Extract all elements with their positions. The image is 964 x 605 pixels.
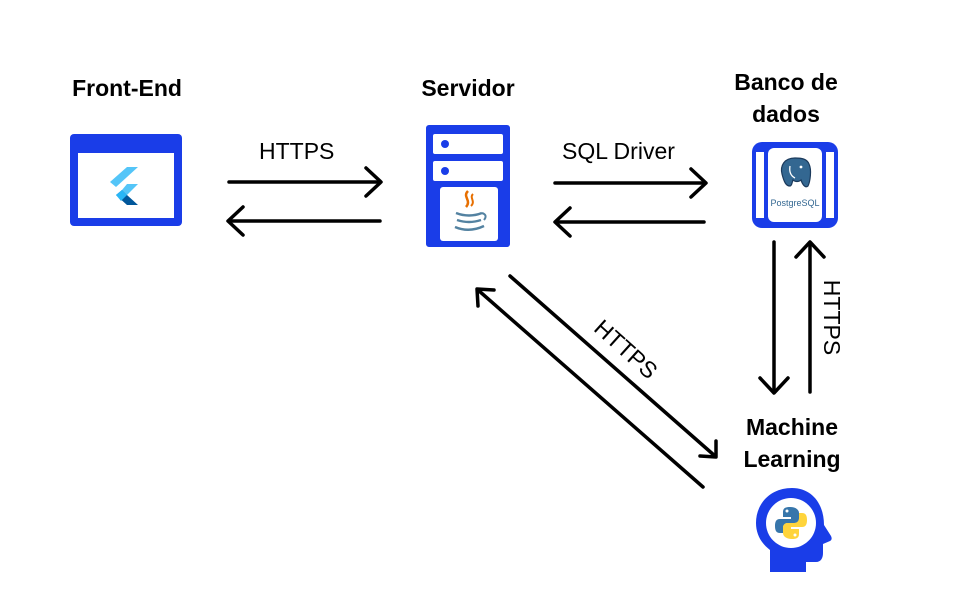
flutter-logo: [110, 167, 138, 205]
database-postgresql-icon: PostgreSQL: [752, 142, 838, 228]
arrow-database-to-ml: [758, 240, 790, 395]
arrow-ml-to-database: [794, 240, 826, 394]
python-logo: [775, 507, 807, 539]
browser-window-flutter-icon: [70, 134, 182, 226]
arrow-database-to-server: [553, 206, 706, 238]
server-java-icon: [426, 125, 510, 247]
arrow-server-to-frontend: [226, 205, 382, 237]
arrow-ml-to-server: [475, 287, 705, 489]
arrow-frontend-to-server: [227, 166, 383, 198]
head-python-icon: [756, 488, 832, 572]
server-database-label: SQL Driver: [562, 138, 675, 164]
ml-title: Machine Learning: [743, 414, 841, 472]
arrow-server-to-database: [553, 167, 708, 199]
java-logo: [454, 190, 487, 231]
database-title: Banco de dados: [734, 69, 838, 127]
frontend-server-label: HTTPS: [259, 138, 335, 164]
postgresql-logo-text: PostgreSQL: [770, 198, 819, 208]
arrow-server-to-ml: [508, 274, 718, 459]
server-title: Servidor: [421, 75, 515, 101]
postgresql-elephant-logo: [780, 157, 812, 188]
frontend-title: Front-End: [72, 75, 182, 101]
